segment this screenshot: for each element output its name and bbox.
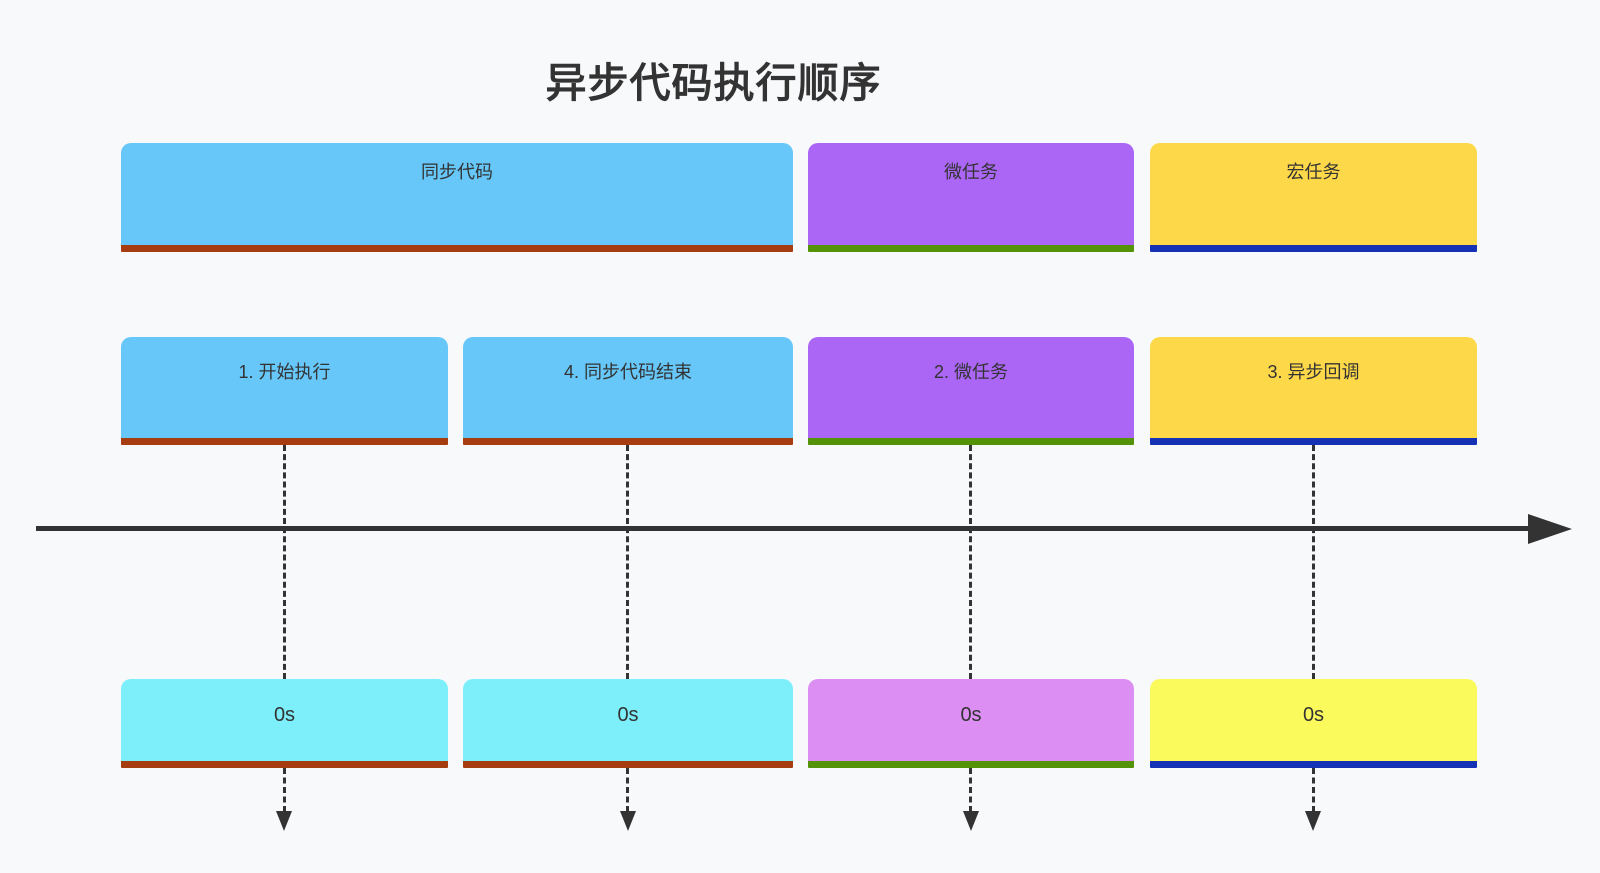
down-arrowhead-icon-4 (1305, 811, 1321, 831)
section-label-microtask: 微任务 (944, 162, 998, 182)
section-label-sync-code: 同步代码 (421, 162, 493, 182)
time-box-3: 0s (808, 679, 1134, 768)
event-box-async-callback: 3. 异步回调 (1150, 337, 1477, 445)
section-box-sync-code: 同步代码 (121, 143, 793, 252)
event-label-sync-code-end: 4. 同步代码结束 (563, 362, 692, 382)
down-arrowhead-icon-3 (963, 811, 979, 831)
time-box-2: 0s (463, 679, 793, 768)
bottom-dashed-line-3 (969, 768, 972, 812)
bottom-dashed-line-2 (626, 768, 629, 812)
connector-dashed-line-2 (626, 445, 629, 679)
section-box-microtask: 微任务 (808, 143, 1134, 252)
event-box-sync-code-end: 4. 同步代码结束 (463, 337, 793, 445)
section-label-macrotask: 宏任务 (1286, 162, 1341, 182)
connector-dashed-line-3 (969, 445, 972, 679)
connector-dashed-line-1 (283, 445, 286, 679)
event-label-async-callback: 3. 异步回调 (1267, 362, 1360, 382)
time-label-4: 0s (1302, 704, 1325, 726)
timeline-arrowhead-icon (1528, 514, 1572, 544)
time-box-4: 0s (1150, 679, 1477, 768)
down-arrowhead-icon-1 (276, 811, 292, 831)
time-label-3: 0s (960, 704, 982, 726)
event-label-start-execution: 1. 开始执行 (238, 362, 331, 382)
time-label-1: 0s (273, 704, 296, 726)
bottom-dashed-line-4 (1312, 768, 1315, 812)
time-label-2: 0s (617, 704, 639, 726)
bottom-dashed-line-1 (283, 768, 286, 812)
time-box-1: 0s (121, 679, 448, 768)
event-label-microtask: 2. 微任务 (933, 362, 1008, 382)
event-box-start-execution: 1. 开始执行 (121, 337, 448, 445)
down-arrowhead-icon-2 (620, 811, 636, 831)
diagram-title: 异步代码执行顺序 (545, 60, 882, 106)
connector-dashed-line-4 (1312, 445, 1315, 679)
timeline-axis (36, 526, 1528, 531)
event-box-microtask: 2. 微任务 (808, 337, 1134, 445)
section-box-macrotask: 宏任务 (1150, 143, 1477, 252)
